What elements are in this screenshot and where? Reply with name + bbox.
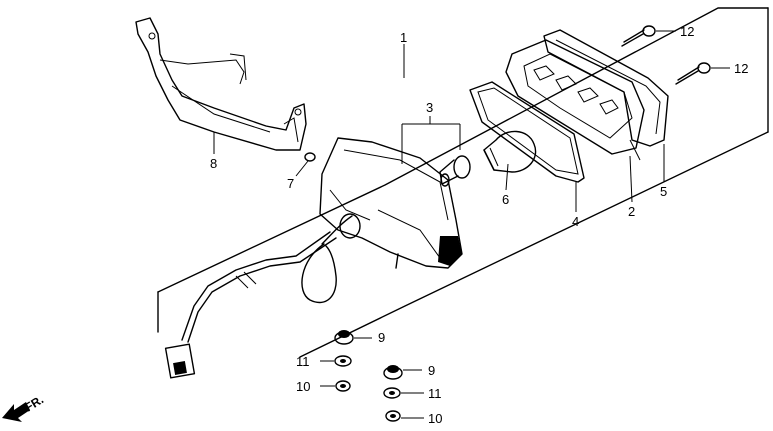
- washer-lower: [383, 387, 401, 399]
- callout-5: 5: [660, 184, 667, 199]
- lens-gasket: [469, 81, 585, 183]
- front-direction-indicator: FR.: [2, 392, 46, 422]
- screw-lower: [675, 62, 711, 85]
- callout-2: 2: [628, 204, 635, 219]
- wire-connector: [164, 343, 196, 379]
- bulb: [483, 130, 537, 173]
- callout-12-upper: 12: [680, 24, 694, 39]
- mounting-bracket: [135, 17, 307, 151]
- callout-8: 8: [210, 156, 217, 171]
- callout-12-lower: 12: [734, 61, 748, 76]
- callout-9-upper: 9: [378, 330, 385, 345]
- front-arrow-icon: [2, 402, 30, 422]
- nut-lower: [383, 365, 403, 380]
- spring-washer-lower: [385, 410, 401, 422]
- callout-11-upper: 11: [296, 354, 310, 369]
- callout-10-lower: 10: [428, 411, 442, 426]
- callout-4: 4: [572, 214, 579, 229]
- leader-lines: [213, 30, 730, 419]
- nut-upper: [334, 330, 354, 345]
- callout-6: 6: [502, 192, 509, 207]
- screw-upper: [621, 25, 656, 47]
- callout-10-upper: 10: [296, 379, 310, 394]
- assembly-boundary: [157, 7, 769, 358]
- wiring-harness: [181, 213, 361, 343]
- lamp-housing: [319, 137, 463, 269]
- washer-upper: [334, 355, 352, 367]
- spring-washer-upper: [335, 380, 351, 392]
- grommet: [304, 152, 316, 162]
- callout-1: 1: [400, 30, 407, 45]
- callout-3: 3: [426, 100, 433, 115]
- bulb-socket: [439, 155, 471, 187]
- callout-7: 7: [287, 176, 294, 191]
- callout-11-lower: 11: [428, 386, 442, 401]
- lens-rim: [543, 29, 669, 147]
- callout-9-lower: 9: [428, 363, 435, 378]
